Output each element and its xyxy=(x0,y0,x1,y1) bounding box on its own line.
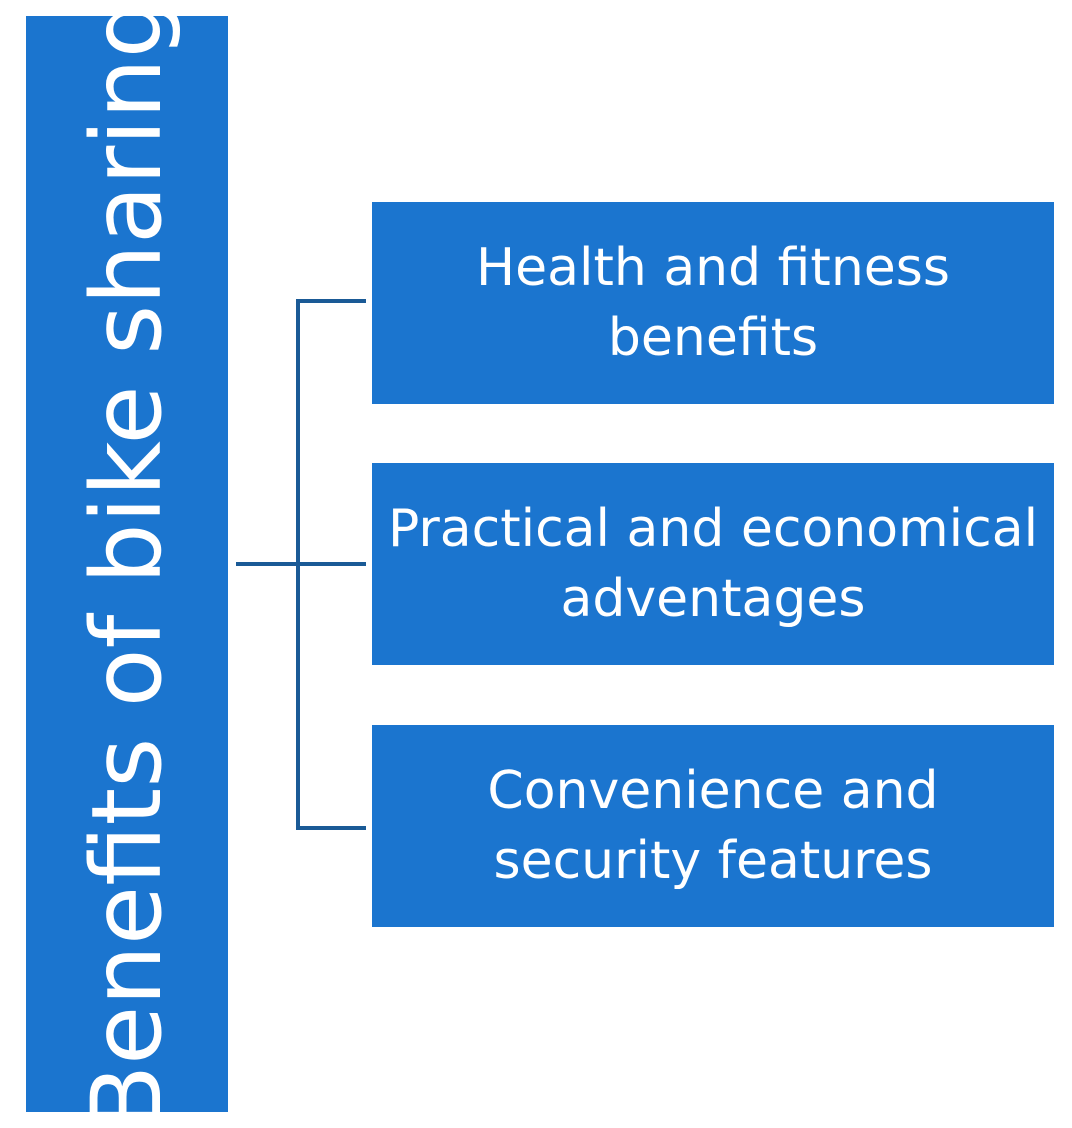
root-node: Benefits of bike sharing xyxy=(26,16,228,1112)
child-node-label: Health and fitness benefits xyxy=(476,238,950,368)
child-node-practical: Practical and economical adventages xyxy=(372,463,1054,665)
root-node-label: Benefits of bike sharing xyxy=(71,16,183,1112)
child-node-health: Health and fitness benefits xyxy=(372,202,1054,404)
child-node-convenience: Convenience and security features xyxy=(372,725,1054,927)
child-node-label: Practical and economical adventages xyxy=(387,499,1039,629)
child-node-label: Convenience and security features xyxy=(487,761,939,891)
